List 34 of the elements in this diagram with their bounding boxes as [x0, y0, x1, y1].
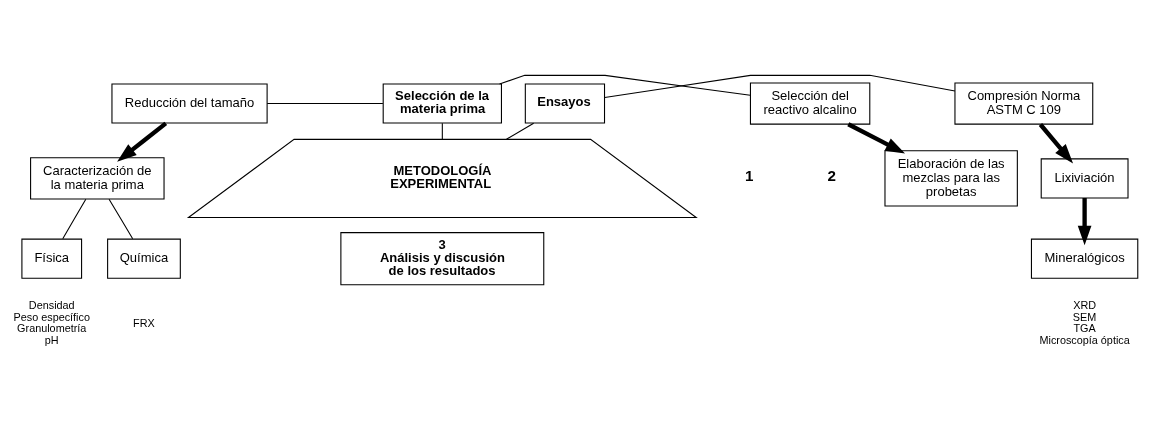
label: 1 [745, 166, 754, 184]
node-label: pH [44, 333, 59, 346]
connector [62, 198, 87, 239]
arrow [117, 121, 168, 162]
node-label: Microscopía óptica [1039, 333, 1130, 346]
label: 2 [827, 166, 836, 184]
connector [108, 198, 134, 239]
node-label: FRX [133, 316, 155, 328]
connector [266, 102, 384, 104]
node-box: Selección de la materia prima [382, 82, 502, 124]
arrow [847, 121, 906, 154]
node-box: Elaboración de las mezclas para las probetas [884, 149, 1018, 207]
connector [499, 74, 751, 96]
node-label: Peso específico [13, 310, 90, 323]
node-label: SEM [1072, 310, 1097, 323]
node-box: 3 Análisis y discusión de los resultados [340, 231, 545, 285]
arrow [1038, 122, 1074, 164]
node-label: Densidad [28, 298, 75, 311]
node-box: Química [107, 238, 181, 279]
connector [505, 122, 535, 140]
connector [604, 74, 956, 98]
node-label: Granulometría [17, 321, 87, 334]
node-label: XRD [1073, 298, 1097, 311]
arrow [1077, 197, 1092, 245]
node-box: Caracterización de la materia prima [30, 156, 165, 200]
connector [441, 122, 443, 140]
node-box: Selección del reactivo alcalino [749, 81, 871, 125]
node-box: Mineralógicos [1030, 238, 1139, 279]
node-box: Compresión Norma ASTM C 109 [954, 81, 1094, 125]
node-box: Ensayos [524, 82, 606, 124]
node-box: Reducción del tamaño [111, 82, 268, 124]
node-box: Física [21, 238, 83, 279]
node-box: Lixiviación [1040, 157, 1129, 198]
node-label: TGA [1073, 321, 1096, 334]
